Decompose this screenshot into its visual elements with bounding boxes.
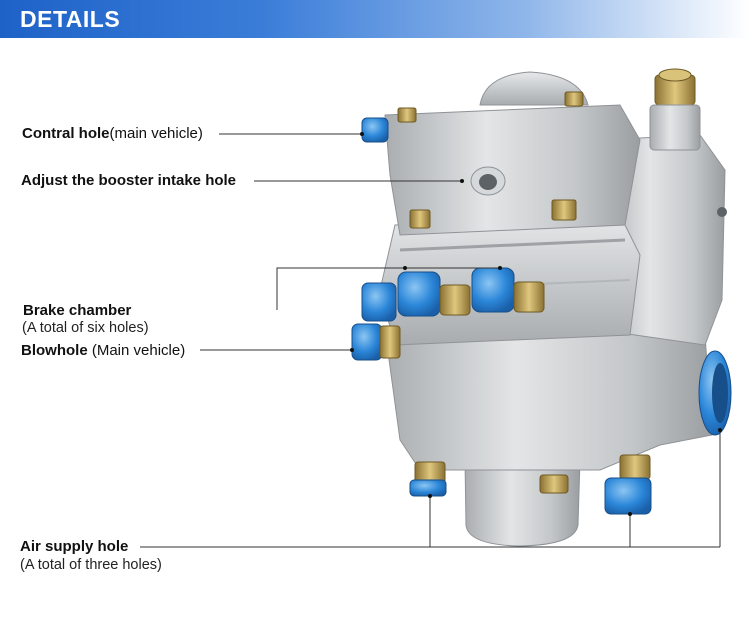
brake-chamber-sublabel: (A total of six holes) <box>22 320 149 336</box>
air-supply-label: Air supply hole <box>20 538 128 555</box>
blowhole-label-normal: (Main vehicle) <box>87 342 186 359</box>
booster-intake-label: Adjust the booster intake hole <box>21 172 236 189</box>
blowhole-label: Blowhole (Main vehicle) <box>21 342 185 359</box>
control-hole-label: Contral hole(main vehicle) <box>22 125 203 142</box>
header-title: DETAILS <box>20 6 121 32</box>
control-hole-label-bold: Contral hole <box>22 125 110 142</box>
booster-intake-label-bold: Adjust the booster intake hole <box>21 172 237 189</box>
control-hole-label-normal: (main vehicle) <box>109 125 203 142</box>
header-banner: DETAILS <box>0 0 750 38</box>
brake-chamber-label-bold: Brake chamber <box>23 302 132 319</box>
brake-chamber-label: Brake chamber <box>23 302 131 319</box>
blowhole-label-bold: Blowhole <box>21 342 88 359</box>
air-supply-sublabel: (A total of three holes) <box>20 557 162 573</box>
air-supply-label-bold: Air supply hole <box>20 538 129 555</box>
